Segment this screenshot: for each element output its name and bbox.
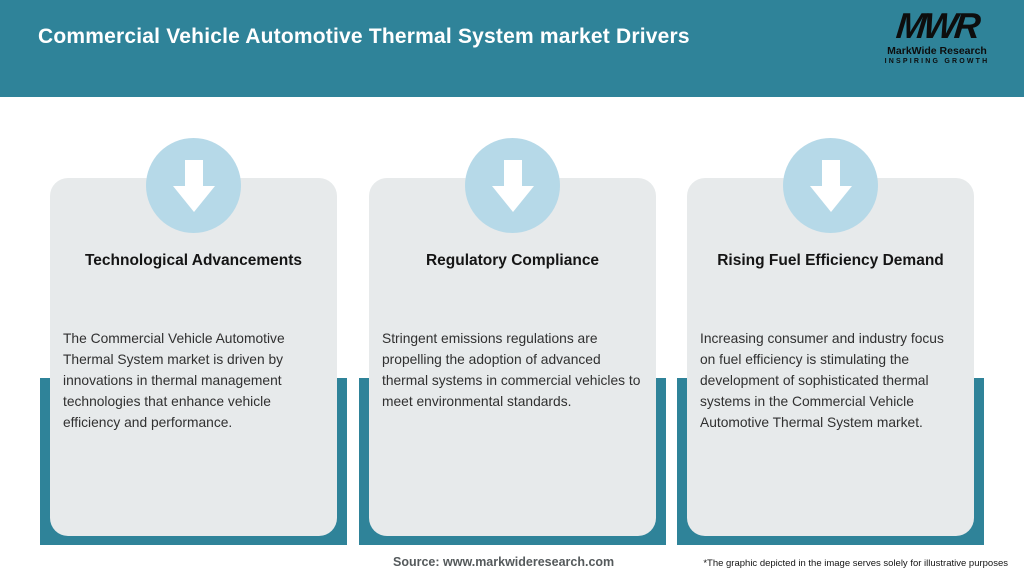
driver-card-technological-advancements: Technological Advancements The Commercia… — [50, 178, 337, 536]
card-title: Technological Advancements — [84, 252, 303, 269]
driver-card-regulatory-compliance: Regulatory Compliance Stringent emission… — [369, 178, 656, 536]
card-description: Stringent emissions regulations are prop… — [382, 331, 641, 409]
down-arrow-icon — [465, 138, 560, 233]
logo-name: MarkWide Research — [887, 45, 987, 57]
card-title: Regulatory Compliance — [425, 252, 600, 269]
logo-tagline: INSPIRING GROWTH — [884, 58, 990, 65]
down-arrow-glyph — [809, 159, 852, 212]
card-description: Increasing consumer and industry focus o… — [700, 331, 944, 430]
header-bar: Commercial Vehicle Automotive Thermal Sy… — [0, 0, 1024, 97]
card-title: Rising Fuel Efficiency Demand — [717, 252, 944, 269]
down-arrow-icon — [146, 138, 241, 233]
page-title: Commercial Vehicle Automotive Thermal Sy… — [38, 25, 690, 48]
logo-acronym: MWR — [894, 5, 980, 46]
markwide-research-logo: MWR MarkWide Research INSPIRING GROWTH — [862, 5, 1012, 65]
down-arrow-glyph — [172, 159, 215, 212]
down-arrow-glyph — [491, 159, 534, 212]
card-description: The Commercial Vehicle Automotive Therma… — [63, 331, 285, 430]
source-text: Source: www.markwideresearch.com — [393, 555, 615, 569]
driver-card-rising-fuel-efficiency-demand: Rising Fuel Efficiency Demand Increasing… — [687, 178, 974, 536]
down-arrow-icon — [783, 138, 878, 233]
disclaimer-text: *The graphic depicted in the image serve… — [703, 558, 1008, 569]
